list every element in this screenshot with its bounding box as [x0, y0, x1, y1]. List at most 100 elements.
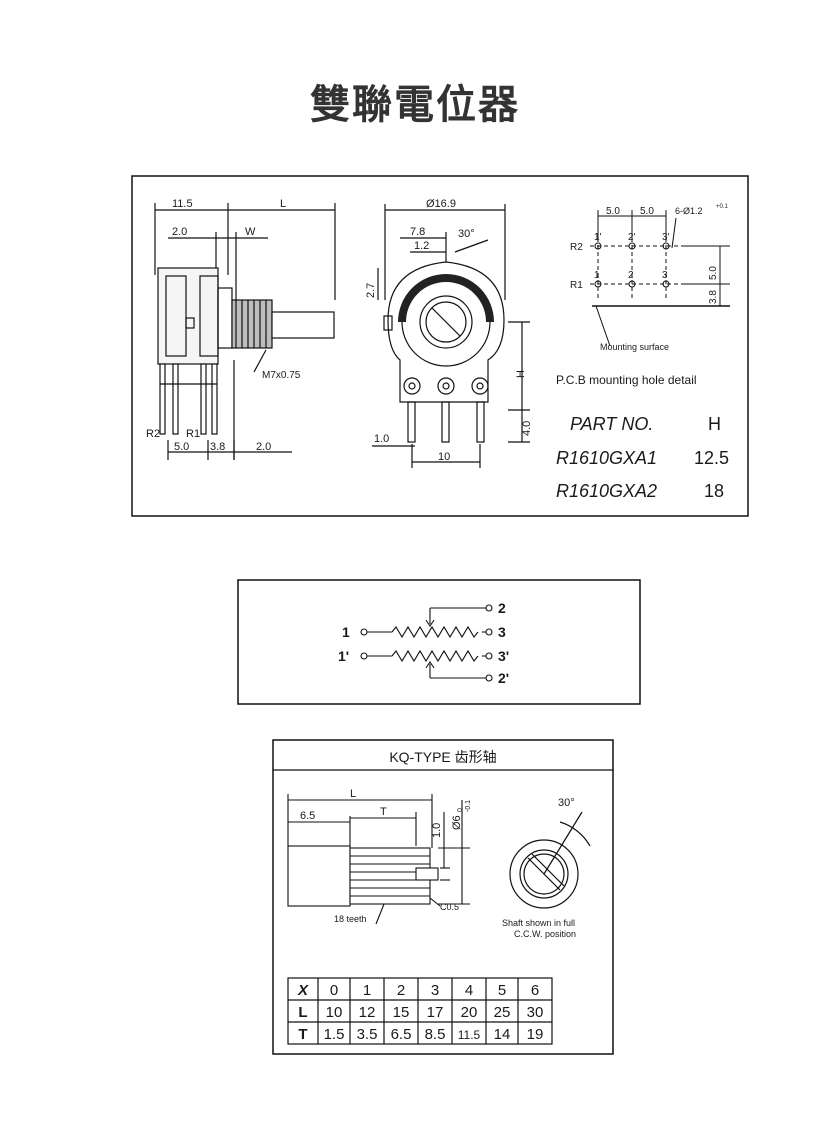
front-view-labels: Ø16.9 7.8 30° 1.2 2.7 H 4.0 1.0 10	[365, 198, 533, 463]
dim-10: 10	[438, 451, 450, 463]
table-x-0: 0	[330, 982, 338, 999]
dim-dia-16-9: Ø16.9	[426, 198, 456, 210]
front-view	[372, 204, 530, 468]
pcb-pin-1: 1	[594, 270, 600, 281]
dim-angle-30: 30°	[458, 228, 475, 240]
table-l-1: 12	[359, 1004, 376, 1021]
shaft-title: KQ-TYPE 齿形轴	[389, 749, 496, 765]
dim-2-0-bottom: 2.0	[256, 441, 271, 453]
table-x-2: 2	[397, 982, 405, 999]
pcb-pin-2p: 2'	[628, 232, 636, 243]
table-label-t: T	[298, 1026, 307, 1043]
shaft-dim-1-0: 1.0	[431, 823, 443, 838]
table-l-5: 25	[494, 1004, 511, 1021]
side-view	[154, 203, 336, 460]
shaft-dim-T: T	[380, 806, 387, 818]
table-l-3: 17	[427, 1004, 444, 1021]
table-x-6: 6	[531, 982, 539, 999]
table-l-6: 30	[527, 1004, 544, 1021]
shaft-dim-L: L	[350, 788, 356, 800]
shaft-panel: KQ-TYPE 齿形轴	[272, 739, 614, 1055]
table-t-4: 11.5	[458, 1028, 481, 1042]
pcb-pin-2: 2	[628, 270, 634, 281]
pcb-r1: R1	[570, 280, 583, 291]
part-row-1-part: R1610GXA1	[556, 448, 657, 468]
pcb-pin-3p: 3'	[662, 232, 670, 243]
shaft-table-grid	[287, 977, 553, 1045]
dim-2-7: 2.7	[365, 283, 377, 298]
shaft-end-view	[509, 811, 591, 909]
table-x-1: 1	[363, 982, 371, 999]
pcb-dim-5-0-b: 5.0	[640, 206, 654, 217]
table-label-x: X	[297, 982, 309, 999]
shaft-angle: 30°	[558, 797, 575, 809]
pcb-holes-tol: +0.1	[716, 204, 729, 210]
part-row-1-h: 12.5	[694, 448, 729, 468]
table-x-4: 4	[465, 982, 473, 999]
table-l-0: 10	[326, 1004, 343, 1021]
pin-r1-label: R1	[186, 428, 200, 440]
shaft-frame	[272, 739, 614, 1055]
dim-11-5: 11.5	[172, 198, 193, 210]
dim-7-8: 7.8	[410, 226, 425, 238]
dim-L: L	[280, 198, 286, 210]
shaft-c05: C0.5	[440, 902, 459, 912]
pcb-pin-1p: 1'	[594, 232, 602, 243]
part-table: PART NO. H R1610GXA1 12.5 R1610GXA2 18	[556, 414, 729, 501]
dim-1-2: 1.2	[414, 240, 429, 252]
table-l-4: 20	[461, 1004, 478, 1021]
terminal-3: 3	[498, 624, 506, 640]
schematic-lines	[360, 604, 493, 682]
table-label-l: L	[298, 1004, 307, 1021]
shaft-table-cells: X L T 0 1 2 3 4 5 6 10 12 15 17 20 25 30…	[297, 982, 543, 1043]
table-t-0: 1.5	[324, 1026, 345, 1043]
table-x-3: 3	[431, 982, 439, 999]
shaft-side-labels: L 6.5 T 1.0 Ø6 -0.1 0 C0.5 18 teeth	[300, 788, 472, 924]
schematic-frame	[237, 579, 641, 705]
dim-2-0-top: 2.0	[172, 226, 187, 238]
pin-r2-label: R2	[146, 428, 160, 440]
table-l-2: 15	[393, 1004, 410, 1021]
mounting-surface-label: Mounting surface	[600, 342, 669, 352]
spec-panel: 11.5 L 2.0 W M7x0.75 R2 R1 5.0 3.8 2.0	[131, 175, 749, 517]
table-t-1: 3.5	[357, 1026, 378, 1043]
pcb-dim-5-0-a: 5.0	[606, 206, 620, 217]
spec-panel-frame	[131, 175, 749, 517]
dim-W: W	[245, 226, 256, 238]
part-row-2-part: R1610GXA2	[556, 481, 657, 501]
shaft-table: X L T 0 1 2 3 4 5 6 10 12 15 17 20 25 30…	[287, 977, 553, 1045]
table-t-6: 19	[527, 1026, 544, 1043]
pcb-holes-label: 6-Ø1.2	[675, 206, 703, 216]
pcb-detail-labels: 5.0 5.0 6-Ø1.2 +0.1 R2 R1 1' 2' 3' 1 2 3…	[556, 204, 729, 387]
shaft-side-view	[287, 794, 470, 925]
part-header: PART NO.	[570, 414, 653, 434]
schematic-panel: 1 1' 2 3 3' 2'	[237, 579, 641, 705]
terminal-2: 2	[498, 600, 506, 616]
part-header-h: H	[708, 414, 721, 434]
table-x-5: 5	[498, 982, 506, 999]
pcb-pin-3: 3	[662, 270, 668, 281]
shaft-dia-tol: -0.1	[465, 800, 472, 812]
table-t-3: 8.5	[425, 1026, 446, 1043]
shaft-dim-6-5: 6.5	[300, 810, 315, 822]
thread-label: M7x0.75	[262, 370, 301, 381]
pcb-dim-v3-8: 3.8	[708, 290, 719, 304]
pcb-dim-v5-0: 5.0	[708, 266, 719, 280]
shaft-dia: Ø6	[451, 815, 463, 830]
dim-4-0: 4.0	[521, 421, 533, 436]
terminal-1p: 1'	[338, 648, 349, 664]
pcb-r2: R2	[570, 242, 583, 253]
page-title: 雙聯電位器	[310, 82, 520, 128]
terminal-3p: 3'	[498, 648, 509, 664]
dim-H: H	[515, 370, 527, 378]
shaft-note-1: Shaft shown in full	[502, 918, 575, 928]
part-row-2-h: 18	[704, 481, 724, 501]
table-t-2: 6.5	[391, 1026, 412, 1043]
dim-1-0: 1.0	[374, 433, 389, 445]
shaft-note-2: C.C.W. position	[514, 929, 576, 939]
side-view-labels: 11.5 L 2.0 W M7x0.75 R2 R1 5.0 3.8 2.0	[146, 198, 301, 453]
terminal-2p: 2'	[498, 670, 509, 686]
shaft-end-labels: 30° Shaft shown in full C.C.W. position	[502, 797, 576, 939]
shaft-teeth: 18 teeth	[334, 914, 367, 924]
